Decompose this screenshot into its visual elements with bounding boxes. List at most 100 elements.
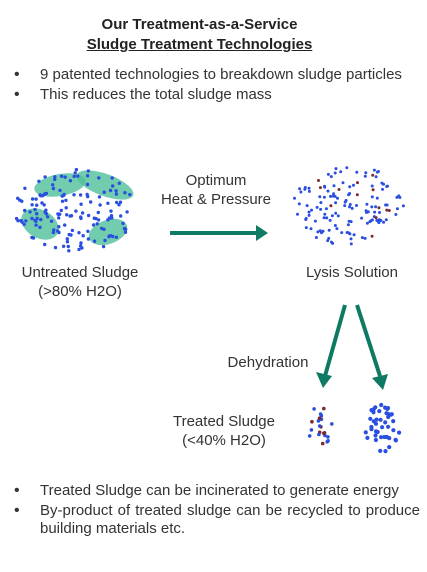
particle-dot: [347, 231, 350, 235]
treated-sludge-label: Treated Sludge (<40% H2O): [172, 413, 275, 449]
particle-dot: [304, 226, 308, 230]
particle-dot: [385, 208, 389, 212]
particle-dot: [103, 238, 107, 243]
particle-dot: [108, 188, 113, 193]
particle-dot: [373, 421, 379, 426]
untreated-sludge-illustration: [14, 167, 134, 253]
particle-dot: [34, 197, 38, 201]
particle-dot: [42, 203, 46, 207]
particle-dot: [326, 239, 330, 243]
particle-dot: [375, 170, 379, 174]
particle-dot: [24, 219, 28, 223]
particle-dot: [355, 170, 359, 174]
sludge-blob: [21, 208, 59, 240]
particle-dot: [310, 208, 313, 212]
particle-dot: [331, 194, 335, 198]
lysis-solution-illustration: [293, 166, 405, 246]
particle-dot: [58, 188, 62, 193]
particle-dot: [315, 205, 319, 209]
particle-dot: [337, 188, 341, 191]
particle-dot: [76, 174, 80, 178]
particle-dot: [22, 222, 26, 227]
particle-dot: [363, 174, 367, 178]
particle-dot: [326, 189, 330, 193]
particle-dot: [79, 215, 83, 219]
dehydration-label: Dehydration: [227, 354, 309, 371]
particle-dot: [303, 187, 307, 191]
particle-dot: [318, 186, 322, 190]
particle-dot: [330, 214, 334, 218]
particle-dot: [38, 225, 42, 229]
particle-dot: [73, 171, 77, 175]
particle-dot: [62, 192, 66, 197]
particle-dot: [23, 186, 27, 190]
particle-dot: [121, 221, 125, 226]
particle-dot: [110, 176, 114, 180]
particle-dot: [333, 171, 337, 175]
particle-dot: [363, 430, 368, 435]
intro-bullet-1: •9 patented technologies to breakdown sl…: [14, 66, 402, 83]
particle-dot: [339, 170, 343, 174]
particle-dot: [296, 212, 299, 216]
particle-dot: [331, 241, 335, 245]
particle-dot: [100, 226, 104, 231]
particle-dot: [386, 411, 391, 417]
particle-dot: [97, 195, 102, 199]
particle-dot: [327, 228, 331, 232]
particle-dot: [305, 204, 309, 208]
particle-dot: [379, 402, 384, 408]
particle-dot: [64, 206, 68, 210]
outro-bullet-2: •By-product of treated sludge can be rec…: [14, 502, 420, 537]
particle-dot: [336, 214, 340, 218]
particle-dot: [365, 202, 369, 206]
particle-dot: [317, 179, 320, 182]
particle-dot: [326, 435, 330, 439]
particle-dot: [111, 184, 115, 188]
particle-dot: [344, 198, 348, 202]
particle-dot: [89, 200, 93, 204]
particle-dot: [340, 231, 344, 235]
particle-dot: [85, 174, 90, 178]
particle-dot: [373, 405, 378, 410]
particle-dot: [86, 237, 91, 241]
particle-dot: [352, 183, 355, 187]
particle-dot: [370, 234, 374, 238]
particle-dot: [304, 218, 308, 221]
particle-dot: [68, 214, 72, 218]
particle-dot: [106, 201, 110, 205]
particle-dot: [61, 244, 66, 248]
sludge-blob: [88, 218, 128, 246]
particle-dot: [34, 223, 38, 227]
bullet-dot-icon: •: [14, 482, 20, 499]
particle-dot: [317, 432, 321, 437]
particle-dot: [325, 440, 330, 444]
particle-dot: [328, 218, 332, 222]
particle-dot: [79, 241, 83, 245]
lysis-solution-label: Lysis Solution: [306, 264, 398, 281]
title-line-1: Our Treatment-as-a-Service: [101, 16, 298, 33]
particle-dot: [16, 196, 20, 200]
intro-bullet-2: •This reduces the total sludge mass: [14, 86, 272, 103]
particle-dot: [334, 201, 338, 205]
particle-dot: [384, 203, 388, 207]
particle-dot: [78, 193, 83, 197]
particle-dot: [348, 185, 352, 189]
particle-dot: [374, 205, 378, 209]
particle-dot: [369, 427, 374, 432]
particle-dot: [40, 201, 44, 205]
particle-dot: [51, 186, 56, 191]
particle-dot: [345, 166, 349, 170]
particle-dot: [391, 419, 396, 424]
particle-dot: [96, 210, 101, 215]
particle-dot: [386, 184, 389, 188]
particle-dot: [343, 204, 347, 208]
particle-dot: [378, 417, 383, 422]
particle-dot: [383, 405, 388, 410]
particle-dot: [371, 173, 375, 177]
particle-dot: [378, 448, 383, 453]
process-label: Optimum Heat & Pressure: [160, 172, 272, 208]
particle-dot: [65, 240, 70, 244]
particle-dot: [65, 237, 70, 241]
particle-dot: [31, 236, 36, 240]
particle-dot: [314, 236, 318, 239]
